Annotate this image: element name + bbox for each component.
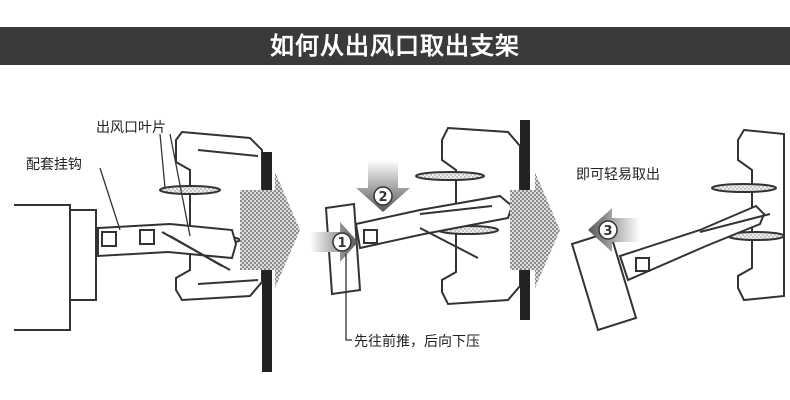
page-title: 如何从出风口取出支架 <box>270 32 520 60</box>
vent-blade-label: 出风口叶片 <box>96 120 166 136</box>
title-bar <box>0 27 790 65</box>
panel-2 <box>310 120 560 341</box>
step-2-number: 2 <box>378 190 387 205</box>
easy-remove-label: 即可轻易取出 <box>576 167 660 183</box>
step-3-number: 3 <box>603 224 612 239</box>
panel-3 <box>570 128 785 332</box>
clip-hook-label: 配套挂钩 <box>26 157 82 173</box>
step-1-number: 1 <box>337 236 346 251</box>
panel-1 <box>14 130 300 372</box>
push-press-label: 先往前推，后向下压 <box>354 334 480 350</box>
step-2-arrow <box>356 160 410 212</box>
